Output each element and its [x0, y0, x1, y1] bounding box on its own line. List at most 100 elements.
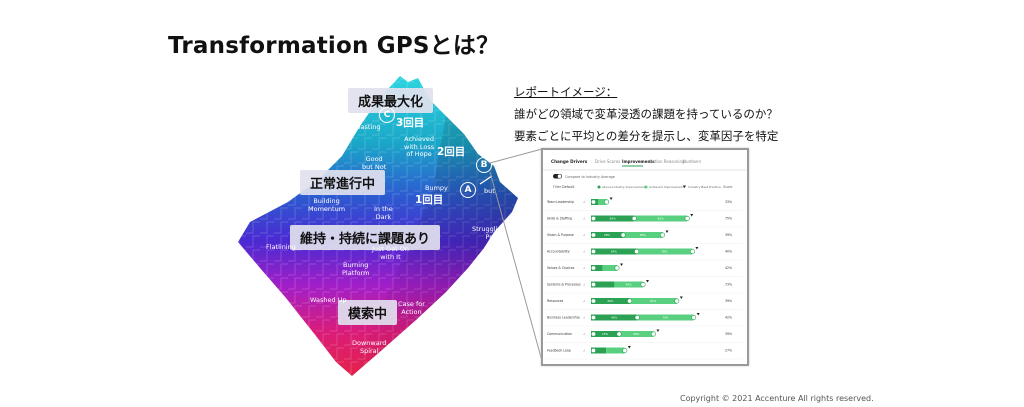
- row-end-dot: [640, 282, 646, 288]
- row-driver-name: Team Leadership: [546, 200, 574, 204]
- report-tab-improvements[interactable]: Improvements: [622, 159, 655, 164]
- row-mid-dot: [634, 249, 640, 255]
- row-benchmark-marker: [620, 263, 623, 266]
- row-score: 40%: [725, 250, 732, 254]
- row-bar-light: [619, 331, 654, 337]
- report-preview: Change Drivers Drive Scores Improvements…: [541, 148, 749, 366]
- row-benchmark-marker: [690, 214, 694, 217]
- row-bar-light: [634, 215, 688, 222]
- report-line-2: 要素ごとに平均との差分を提示し、変革因子を特定: [514, 129, 779, 143]
- row-bar-dark: [591, 215, 635, 222]
- row-icon: ∠: [583, 217, 586, 221]
- row-bar-light: [629, 298, 677, 304]
- zone-label: Business as Usual: [298, 149, 327, 165]
- row-start-dot: [590, 348, 596, 354]
- row-icon: ∠: [583, 266, 586, 270]
- score-header: Score: [723, 185, 733, 189]
- zone-label: In the Dark: [374, 205, 393, 221]
- row-bar-light: [637, 314, 694, 321]
- row-end-dot: [689, 249, 695, 255]
- filter-select[interactable]: Default: [562, 185, 575, 189]
- row-score: 73%: [725, 283, 732, 287]
- legend-item: Industry Best Practice: [688, 185, 721, 189]
- row-end-value: 78%: [661, 250, 668, 254]
- row-bar-dark: [591, 281, 615, 288]
- row-end-value: 61%: [650, 299, 657, 303]
- row-end-dot: [684, 216, 690, 222]
- row-end-dot: [691, 315, 697, 321]
- row-bar-light: [598, 199, 607, 205]
- row-icon: ∠: [583, 316, 586, 320]
- report-tab-action-reasoning[interactable]: Action Reasoning: [650, 159, 685, 164]
- row-start-dot: [590, 298, 596, 304]
- row-icon: ∠: [583, 250, 586, 254]
- tier-label-searching: 模索中: [338, 300, 398, 325]
- zone-label: Downward Spiral: [352, 339, 387, 355]
- row-end-value: 48%: [633, 332, 640, 336]
- page-title: Transformation GPSとは？: [168, 33, 500, 59]
- compare-toggle-label: Compare to Industry Average: [565, 175, 615, 179]
- row-start-dot: [590, 216, 596, 222]
- row-score: 39%: [725, 332, 732, 336]
- zone-label: Rocky Ground: [470, 267, 494, 283]
- zone-label: Flatlining: [266, 243, 296, 251]
- zone-label: Washed Up: [310, 296, 347, 304]
- report-line-1: 誰がどの領域で変革浸透の課題を持っているのか？: [514, 107, 778, 121]
- row-benchmark-marker: [656, 329, 660, 332]
- row-mid-value: 25%: [602, 332, 609, 336]
- marker-a: A: [460, 182, 476, 198]
- row-bar-light: [606, 347, 625, 354]
- row-mid-value: 58%: [610, 217, 617, 221]
- zone-label: Sleepy in Success: [245, 189, 275, 205]
- legend-item: Achieved Improvement: [649, 185, 685, 189]
- row-bar-dark: [591, 347, 607, 354]
- copyright-notice: Copyright © 2021 Accenture All rights re…: [680, 394, 874, 403]
- tier-label-on-track: 正常進行中: [300, 170, 386, 195]
- marker-c: C: [379, 107, 395, 123]
- row-bar-dark: [591, 248, 637, 255]
- row-start-dot: [590, 315, 596, 321]
- zone-label: but: [484, 187, 495, 195]
- report-tab-numbers[interactable]: Numbers: [683, 159, 701, 164]
- report-tab-drive-scores[interactable]: Drive Scores: [595, 159, 620, 164]
- row-mid-value: 40%: [607, 299, 614, 303]
- row-end-dot: [604, 199, 610, 205]
- row-score: 39%: [725, 233, 732, 237]
- round-3-label: 3回目: [396, 117, 425, 129]
- report-heading: レポートイメージ：: [514, 85, 618, 99]
- row-start-dot: [590, 199, 596, 205]
- row-bar-light: [623, 232, 663, 238]
- report-tab-change-drivers[interactable]: Change Drivers: [551, 159, 588, 164]
- row-bar-light: [602, 265, 617, 271]
- row-bar-dark: [591, 331, 620, 337]
- row-end-dot: [674, 298, 680, 304]
- row-end-value: 40%: [626, 283, 633, 287]
- row-mid-value: 28%: [604, 233, 611, 237]
- row-start-dot: [590, 265, 596, 271]
- zone-label: Just Get On with It: [372, 245, 409, 261]
- row-mid-dot: [631, 216, 637, 222]
- row-driver-name: Resources: [547, 299, 564, 303]
- row-benchmark-marker: [665, 230, 669, 233]
- row-icon: ∠: [583, 349, 586, 353]
- row-driver-name: Skills & Staffing: [547, 217, 572, 221]
- row-bar-light: [614, 281, 643, 288]
- row-score: 27%: [725, 349, 732, 353]
- tier-label-sustain-issues: 維持・持続に課題あり: [290, 225, 441, 250]
- row-benchmark-marker: [696, 313, 700, 316]
- row-end-dot: [660, 232, 666, 238]
- row-mid-value: 40%: [611, 316, 618, 320]
- row-driver-name: Accountability: [547, 250, 570, 254]
- row-end-value: 82%: [658, 217, 665, 221]
- zone-label: Struggling under Pressure: [472, 225, 527, 241]
- row-start-dot: [590, 249, 596, 255]
- row-bar-dark: [591, 298, 630, 304]
- row-benchmark-marker: [695, 247, 699, 250]
- row-benchmark-marker: [679, 296, 683, 299]
- row-mid-dot: [627, 298, 633, 304]
- row-end-value: 79%: [662, 316, 669, 320]
- marker-b: B: [476, 157, 492, 173]
- zone-label: Bumpy: [425, 184, 448, 192]
- row-mid-value: 54%: [611, 250, 618, 254]
